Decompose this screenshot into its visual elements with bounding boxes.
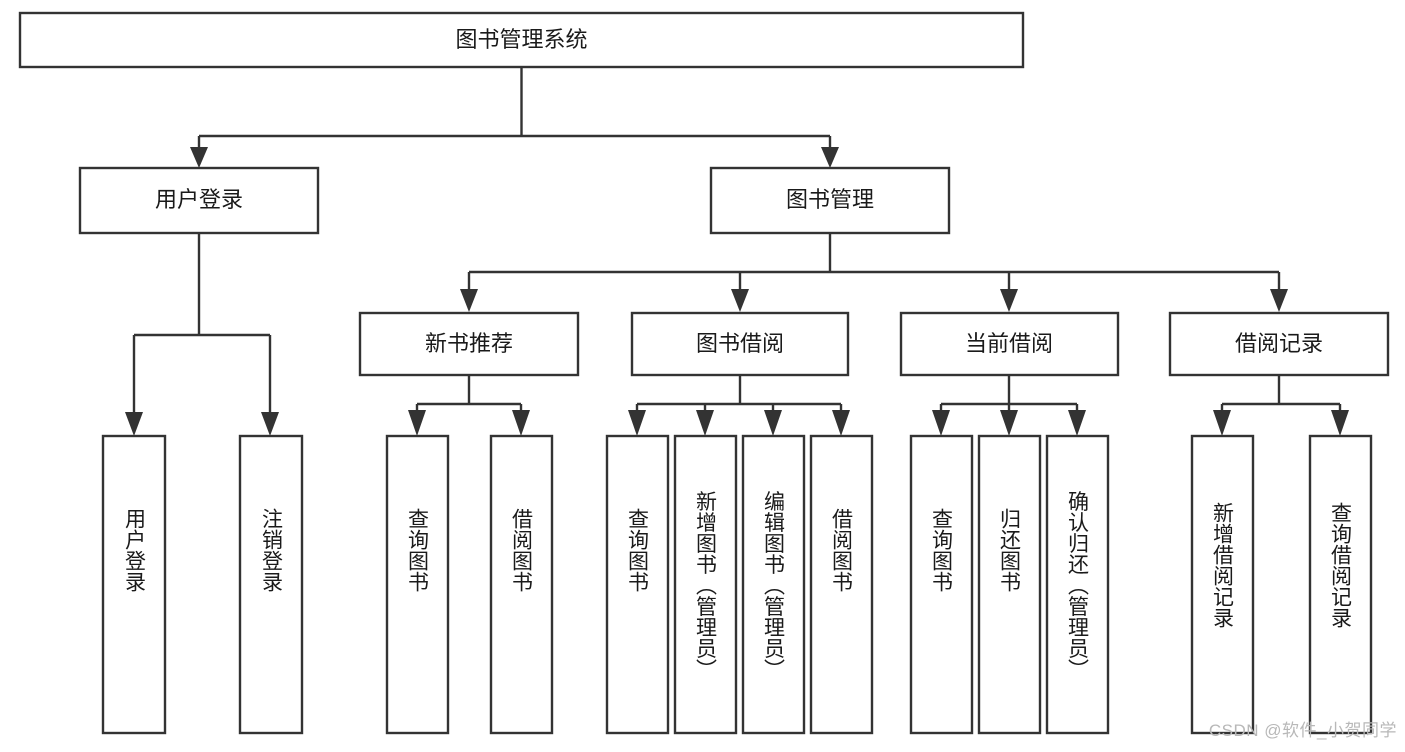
node-borrow-label: 图书借阅 xyxy=(696,331,784,356)
node-leaf-5-label: 查询图书 xyxy=(626,508,650,592)
node-newbook[interactable]: 新书推荐 xyxy=(358,311,580,377)
arrow-head-leaf11 xyxy=(1068,410,1086,436)
node-leaf-6[interactable]: 新增图书（管理员） xyxy=(673,434,738,735)
node-leaf-5-box[interactable] xyxy=(605,434,670,735)
node-leaf-1[interactable]: 用户登录 xyxy=(101,434,167,735)
node-leaf-9-label: 查询图书 xyxy=(930,508,954,592)
node-leaf-8-label: 借阅图书 xyxy=(830,508,854,592)
node-leaf-9-box[interactable] xyxy=(909,434,974,735)
node-root-box[interactable] xyxy=(18,11,1025,69)
node-leaf-3[interactable]: 查询图书 xyxy=(385,434,450,735)
node-leaf-12[interactable]: 新增借阅记录 xyxy=(1190,434,1255,735)
arrow-head-bookmgmt xyxy=(821,147,839,168)
node-leaf-13[interactable]: 查询借阅记录 xyxy=(1308,434,1373,735)
node-leaf-10-box[interactable] xyxy=(977,434,1042,735)
node-borrow-box[interactable] xyxy=(630,311,850,377)
node-current[interactable]: 当前借阅 xyxy=(899,311,1120,377)
arrow-head-leaf1 xyxy=(125,412,143,436)
arrow-head-leaf3 xyxy=(408,410,426,436)
arrow-head-records xyxy=(1270,289,1288,312)
node-leaf-10-label: 归还图书 xyxy=(998,508,1022,592)
node-leaf-4[interactable]: 借阅图书 xyxy=(489,434,554,735)
node-leaf-13-label: 查询借阅记录 xyxy=(1329,502,1353,628)
arrow-head-current xyxy=(1000,289,1018,312)
connector-group-newbook xyxy=(408,375,530,436)
node-leaf-5[interactable]: 查询图书 xyxy=(605,434,670,735)
node-newbook-box[interactable] xyxy=(358,311,580,377)
node-leaf-4-label: 借阅图书 xyxy=(510,508,534,592)
node-leaf-9[interactable]: 查询图书 xyxy=(909,434,974,735)
node-bookmgmt-box[interactable] xyxy=(709,166,951,235)
node-records-box[interactable] xyxy=(1168,311,1390,377)
arrow-head-leaf9 xyxy=(932,410,950,436)
node-root[interactable]: 图书管理系统 xyxy=(18,11,1025,69)
connector-group-root xyxy=(190,67,839,168)
node-leaf-11[interactable]: 确认归还（管理员） xyxy=(1045,434,1110,735)
connector-group-current xyxy=(932,375,1086,436)
node-leaf-13-box[interactable] xyxy=(1308,434,1373,735)
node-leaf-6-box[interactable] xyxy=(673,434,738,735)
node-records-label: 借阅记录 xyxy=(1235,331,1323,356)
node-leaf-2[interactable]: 注销登录 xyxy=(238,434,304,735)
arrow-head-leaf6 xyxy=(696,410,714,436)
node-bookmgmt[interactable]: 图书管理 xyxy=(709,166,951,235)
node-newbook-label: 新书推荐 xyxy=(425,331,513,356)
arrow-head-leaf12 xyxy=(1213,410,1231,436)
csdn-watermark: CSDN @软件_小贺同学 xyxy=(1208,721,1397,740)
arrow-head-newbook xyxy=(460,289,478,312)
node-leaf-8[interactable]: 借阅图书 xyxy=(809,434,874,735)
arrow-head-leaf2 xyxy=(261,412,279,436)
node-leaf-12-label: 新增借阅记录 xyxy=(1211,502,1235,628)
node-leaf-2-box[interactable] xyxy=(238,434,304,735)
node-leaf-7-label: 编辑图书（管理员） xyxy=(762,491,786,680)
connector-group-login xyxy=(125,233,279,436)
arrow-head-leaf8 xyxy=(832,410,850,436)
node-leaf-3-box[interactable] xyxy=(385,434,450,735)
node-leaf-2-label: 注销登录 xyxy=(260,508,284,592)
node-leaf-11-box[interactable] xyxy=(1045,434,1110,735)
node-current-box[interactable] xyxy=(899,311,1120,377)
node-login-label: 用户登录 xyxy=(155,187,243,212)
arrow-head-leaf13 xyxy=(1331,410,1349,436)
node-bookmgmt-label: 图书管理 xyxy=(786,187,874,212)
arrow-head-leaf10 xyxy=(1000,410,1018,436)
node-leaf-7-box[interactable] xyxy=(741,434,806,735)
node-leaf-4-box[interactable] xyxy=(489,434,554,735)
node-leaf-1-box[interactable] xyxy=(101,434,167,735)
node-leaf-10[interactable]: 归还图书 xyxy=(977,434,1042,735)
node-records[interactable]: 借阅记录 xyxy=(1168,311,1390,377)
connector-group-bookmgmt xyxy=(460,233,1288,312)
node-root-label: 图书管理系统 xyxy=(455,27,587,52)
node-leaf-7[interactable]: 编辑图书（管理员） xyxy=(741,434,806,735)
node-leaf-12-box[interactable] xyxy=(1190,434,1255,735)
node-login-box[interactable] xyxy=(78,166,320,235)
arrow-head-login xyxy=(190,147,208,168)
node-leaf-6-label: 新增图书（管理员） xyxy=(694,491,718,680)
node-leaf-3-label: 查询图书 xyxy=(406,508,430,592)
arrow-head-leaf4 xyxy=(512,410,530,436)
node-login[interactable]: 用户登录 xyxy=(78,166,320,235)
node-borrow[interactable]: 图书借阅 xyxy=(630,311,850,377)
arrow-head-borrow xyxy=(731,289,749,312)
node-current-label: 当前借阅 xyxy=(965,331,1053,356)
node-leaf-8-box[interactable] xyxy=(809,434,874,735)
connector-group-records xyxy=(1213,375,1349,436)
connector-group-borrow xyxy=(628,375,850,436)
arrow-head-leaf7 xyxy=(764,410,782,436)
node-leaf-11-label: 确认归还（管理员） xyxy=(1066,491,1090,680)
arrow-head-leaf5 xyxy=(628,410,646,436)
node-leaf-1-label: 用户登录 xyxy=(123,508,147,592)
